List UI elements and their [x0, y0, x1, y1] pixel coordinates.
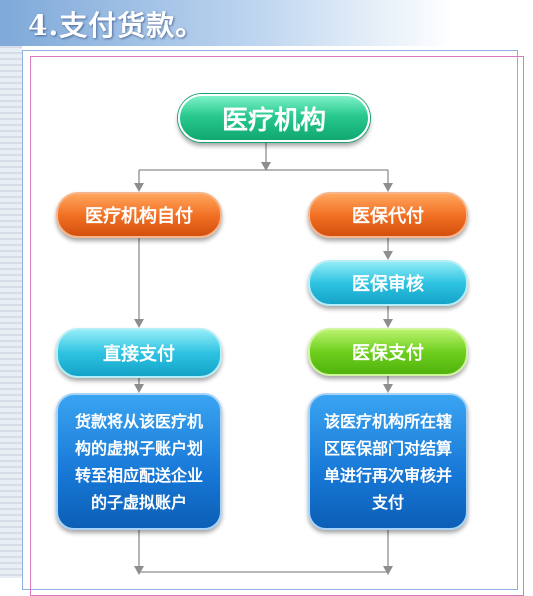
arrowhead-right-detail — [383, 384, 393, 393]
arrowhead-left-head — [134, 183, 144, 192]
page-title: 4.支付货款。 — [28, 9, 205, 42]
node-insurance-payment: 医保支付 — [308, 328, 468, 376]
left-decorative-stripe — [0, 46, 22, 578]
node-medical-institution: 医疗机构 — [178, 94, 370, 142]
header-banner: 4.支付货款。 — [0, 0, 533, 46]
arrowhead-bottom-right — [383, 566, 393, 575]
node-insurance-pay-on-behalf: 医保代付 — [308, 192, 468, 238]
node-direct-payment: 直接支付 — [56, 328, 222, 378]
arrowhead-left-detail — [134, 384, 144, 393]
node-insurance-review: 医保审核 — [308, 260, 468, 306]
arrowhead-left-step — [134, 319, 144, 328]
node-right-detail: 该医疗机构所在辖 区医保部门对结算 单进行再次审核并 支付 — [308, 393, 468, 530]
arrowhead-bottom-left — [134, 566, 144, 575]
node-self-pay: 医疗机构自付 — [56, 192, 222, 238]
arrowhead-review — [383, 251, 393, 260]
arrowhead-pay — [383, 319, 393, 328]
node-left-detail: 货款将从该医疗机 构的虚拟子账户划 转至相应配送企业 的子虚拟账户 — [56, 393, 222, 530]
arrowhead-right-head — [383, 183, 393, 192]
arrowhead-root — [261, 162, 271, 171]
flow-connectors — [134, 142, 393, 575]
